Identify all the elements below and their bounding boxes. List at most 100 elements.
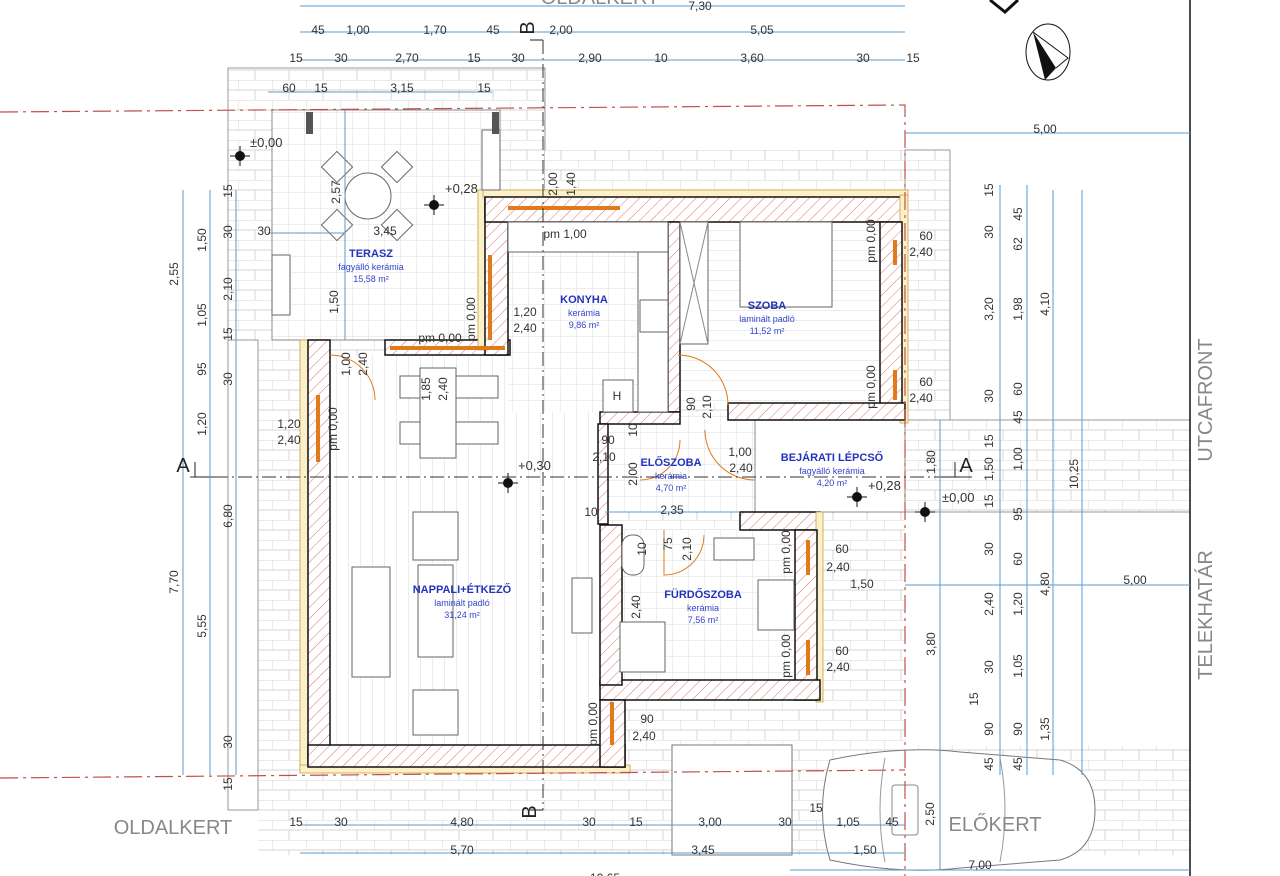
- dimension-label: 2,40: [982, 592, 996, 616]
- section-marker: A: [959, 455, 973, 477]
- dimension-label: 15: [221, 327, 235, 341]
- window-sill-label: pm 1,00: [543, 227, 587, 241]
- dimension-label: 2,40: [436, 377, 450, 401]
- dimension-label: 2,40: [909, 245, 933, 259]
- dimension-label: 90: [640, 712, 654, 726]
- dimension-label: 2,40: [909, 391, 933, 405]
- dimension-label: 45: [885, 815, 899, 829]
- dimension-label: 15: [477, 81, 491, 95]
- dimension-label: 3,60: [740, 51, 764, 65]
- room-area: 4,70 m²: [656, 483, 687, 493]
- dimension-label: 15: [629, 815, 643, 829]
- terrace-table: [344, 172, 392, 220]
- boundaries: [0, 0, 1191, 876]
- dimension-label: 15: [982, 434, 996, 448]
- armchair: [412, 511, 459, 561]
- site-label-top: OLDALKERT: [541, 0, 660, 9]
- room-floor: fagyálló kerámia: [799, 466, 865, 476]
- dimension-label: 30: [257, 224, 271, 238]
- room-area: 9,86 m²: [569, 320, 600, 330]
- dimension-label: 2,90: [578, 51, 602, 65]
- level-marker-icon: [847, 487, 867, 507]
- dimension-label: 15: [467, 51, 481, 65]
- window-sill-label: pm 0,00: [464, 297, 478, 341]
- dimension-label: 1,20: [277, 417, 301, 431]
- dimension-label: 15: [289, 51, 303, 65]
- dimension-label: 2,10: [221, 277, 235, 301]
- dimension-label: 30: [221, 735, 235, 749]
- dimension-label: 45: [486, 23, 500, 37]
- room-name: KONYHA: [560, 294, 608, 306]
- dimension-label: 5,00: [1123, 573, 1147, 587]
- dimension-label: 15: [289, 815, 303, 829]
- level-marker-icon: [498, 473, 518, 493]
- appliance-label: H: [613, 389, 622, 403]
- dimension-label: 60: [1011, 552, 1025, 566]
- room-area: 15,58 m²: [353, 274, 389, 284]
- north-arrow-icon: [989, 0, 1071, 81]
- room-name: NAPPALI+ÉTKEZŐ: [413, 583, 512, 596]
- dimension-label: 2,40: [513, 321, 537, 335]
- dimension-label: 30: [511, 51, 525, 65]
- dimension-label: 15: [967, 692, 981, 706]
- dimension-label: 45: [982, 757, 996, 771]
- dimension-label: 7,00: [968, 858, 992, 872]
- dimension-label: 1,40: [564, 172, 578, 196]
- dimension-label: 45: [1011, 410, 1025, 424]
- furniture: [271, 112, 833, 736]
- level-label: +0,30: [518, 458, 551, 473]
- dimension-label: 2,40: [629, 595, 643, 619]
- room-name: FÜRDŐSZOBA: [664, 588, 742, 601]
- dimension-label: 7,70: [167, 570, 181, 594]
- dimension-label: 90: [1011, 722, 1025, 736]
- dimension-label: 2,40: [277, 433, 301, 447]
- level-markers: [230, 146, 935, 522]
- dimension-label: 10,25: [1067, 459, 1081, 489]
- dimension-label: 95: [195, 362, 209, 376]
- room-area: 11,52 m²: [750, 326, 785, 336]
- dimension-label: 2,35: [660, 503, 684, 517]
- window-sill-label: pm 0,00: [864, 219, 878, 263]
- dimension-label: 1,20: [195, 412, 209, 436]
- dimension-label: 1,50: [853, 843, 877, 857]
- dimension-label: 30: [221, 372, 235, 386]
- dimension-label: 5,70: [450, 843, 474, 857]
- dimension-label: 10: [584, 505, 598, 519]
- dimension-label: 95: [1011, 507, 1025, 521]
- dimension-label: 30: [982, 660, 996, 674]
- dimension-label: 90: [982, 722, 996, 736]
- dimension-label: 1,85: [419, 377, 433, 401]
- dimension-label: 15: [221, 777, 235, 791]
- level-label: ±0,00: [250, 135, 282, 150]
- dimension-label: 1,20: [513, 305, 537, 319]
- coffee-table: [417, 564, 454, 658]
- room-floor: kerámia: [687, 603, 719, 613]
- section-marker: B: [517, 21, 539, 34]
- dimension-label: 2,00: [549, 23, 573, 37]
- dimension-label: 1,50: [850, 577, 874, 591]
- room-floor: kerámia: [568, 308, 600, 318]
- dimension-label: 3,80: [924, 632, 938, 656]
- dimension-label: 10: [635, 542, 649, 556]
- dimension-label: 2,55: [167, 262, 181, 286]
- dimension-label: 6,80: [221, 504, 235, 528]
- room-area: 4,20 m²: [817, 478, 848, 488]
- door-swing: [329, 354, 376, 401]
- dimension-label: 4,10: [1038, 292, 1052, 316]
- dimension-label: 1,05: [1011, 654, 1025, 678]
- dimension-label: 1,05: [836, 815, 860, 829]
- dimension-label: 1,98: [1011, 297, 1025, 321]
- room-floor: fagyálló kerámia: [338, 262, 404, 272]
- dimension-label: 3,45: [373, 224, 397, 238]
- dining-table: [419, 367, 457, 459]
- dimension-label: 2,50: [923, 802, 937, 826]
- section-marker: A: [176, 455, 190, 477]
- dimension-label: 15: [221, 184, 235, 198]
- dimension-label: 1,80: [924, 450, 938, 474]
- dimension-label: 2,10: [592, 450, 616, 464]
- dimension-label: 5,00: [1033, 122, 1057, 136]
- dimension-label: 30: [334, 51, 348, 65]
- dimension-label: 75: [661, 537, 675, 551]
- dimension-label: 2,00: [626, 462, 640, 486]
